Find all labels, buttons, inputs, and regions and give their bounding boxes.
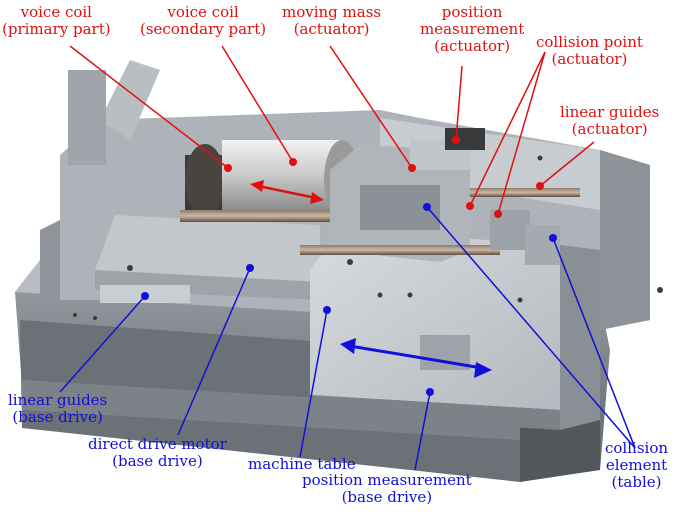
moving-mass — [330, 128, 485, 262]
label-linear-guides-actuator: linear guides (actuator) — [560, 103, 660, 138]
label-voice-coil-secondary: voice coil (secondary part) — [140, 3, 267, 38]
voice-coil-motion-arrow — [250, 180, 324, 204]
mounting-holes — [73, 155, 663, 320]
red-leader-lines — [69, 45, 595, 215]
label-direct-drive-motor: direct drive motor (base drive) — [88, 435, 227, 470]
label-moving-mass: moving mass (actuator) — [282, 3, 382, 38]
red-anchor-dots — [224, 136, 544, 218]
label-collision-point: collision point (actuator) — [536, 33, 643, 68]
label-position-measurement-base: position measurement (base drive) — [302, 471, 472, 506]
table-motion-arrow — [340, 338, 492, 378]
blue-leader-lines — [59, 206, 636, 471]
label-collision-element: collision element (table) — [605, 439, 669, 491]
label-linear-guides-base: linear guides (base drive) — [8, 391, 108, 426]
blue-anchor-dots — [141, 203, 557, 396]
label-voice-coil-primary: voice coil (primary part) — [2, 3, 111, 38]
direct-drive-motor-block — [95, 215, 320, 303]
label-position-measurement-actuator: position measurement (actuator) — [420, 3, 525, 55]
label-machine-table: machine table — [248, 455, 356, 473]
machine-table-body — [310, 230, 600, 430]
